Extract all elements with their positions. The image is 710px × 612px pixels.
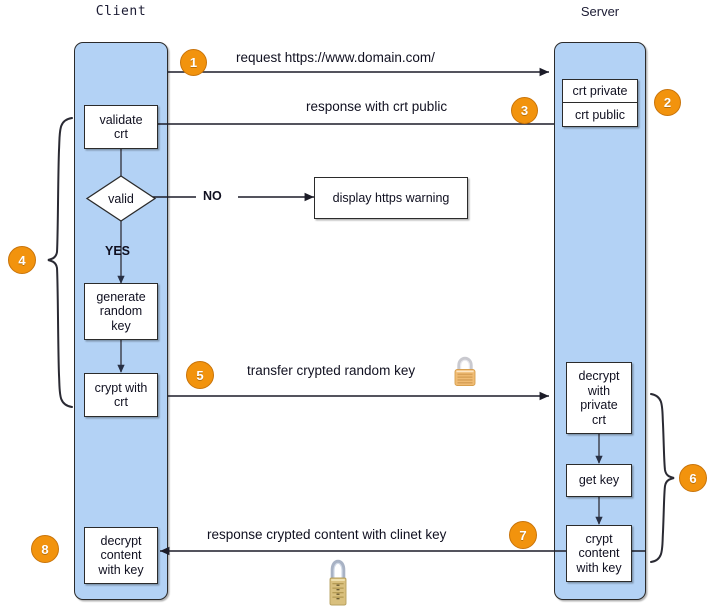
server-lane (554, 42, 646, 600)
branch-label-yes: YES (105, 244, 131, 258)
validate-crt-line2: crt (114, 127, 128, 141)
badge-step-8: 8 (31, 535, 59, 563)
decision-valid-label: valid (108, 191, 134, 206)
decrypt-private-line3: private (580, 398, 618, 412)
badge-step-2: 2 (654, 89, 681, 116)
step-crypt-with-crt: crypt with crt (84, 373, 158, 417)
decrypt-private-line1: decrypt (578, 369, 620, 383)
client-lane-title: Client (95, 4, 147, 19)
closed-padlock-icon (450, 355, 480, 389)
badge-step-6: 6 (679, 464, 707, 492)
closed-padlock-icon-2 (323, 557, 353, 607)
cert-public-row: crt public (574, 107, 626, 122)
step-get-key: get key (566, 464, 632, 497)
step-decrypt-content: decrypt content with key (84, 527, 158, 584)
server-cert-store: crt private crt public (562, 79, 638, 127)
server-lane-title: Server (580, 4, 620, 19)
step-display-https-warning: display https warning (314, 177, 468, 219)
brace-step-4 (47, 117, 73, 408)
step-crypt-content-with-key: crypt content with key (566, 525, 632, 582)
decrypt-private-line4: crt (592, 412, 606, 427)
generate-line1: generate (96, 289, 146, 304)
https-warning-label: display https warning (332, 190, 450, 205)
decrypt-private-line2: with (587, 383, 611, 398)
decrypt-content-line1: decrypt (100, 533, 142, 548)
no-label-mask (196, 189, 238, 206)
crypt-content-line1: crypt (585, 531, 613, 546)
decrypt-content-line3: with key (98, 562, 144, 577)
crypt-with-crt-line1: crypt with (94, 380, 148, 395)
validate-crt-line1: validate (99, 112, 143, 127)
decision-valid: valid (85, 175, 157, 222)
step-decrypt-with-private-crt: decrypt with private crt (566, 362, 632, 434)
decrypt-content-line2: content (100, 548, 142, 563)
brace-step-6 (650, 393, 675, 563)
crypt-content-line2: content (578, 546, 620, 561)
crypt-content-line3: with key (576, 560, 622, 575)
badge-step-4: 4 (8, 246, 36, 274)
message-label-transfer-key: transfer crypted random key (247, 363, 416, 378)
branch-label-no: NO (203, 189, 222, 203)
message-label-response-crt: response with crt public (306, 99, 448, 114)
generate-line2: random (99, 304, 143, 319)
badge-step-3: 3 (511, 97, 538, 124)
diamond-shape (85, 175, 157, 222)
badge-step-1: 1 (180, 49, 207, 76)
cert-private-row: crt private (563, 80, 637, 103)
step-generate-random-key: generate random key (84, 283, 158, 340)
message-label-request: request https://www.domain.com/ (236, 50, 435, 65)
generate-line3: key (111, 318, 131, 333)
badge-step-5: 5 (186, 361, 214, 389)
badge-step-7: 7 (509, 521, 537, 549)
message-label-response-content: response crypted content with clinet key (207, 527, 447, 542)
step-validate-crt: validate crt (84, 105, 158, 149)
crypt-with-crt-line2: crt (114, 395, 128, 409)
get-key-label: get key (578, 473, 620, 488)
